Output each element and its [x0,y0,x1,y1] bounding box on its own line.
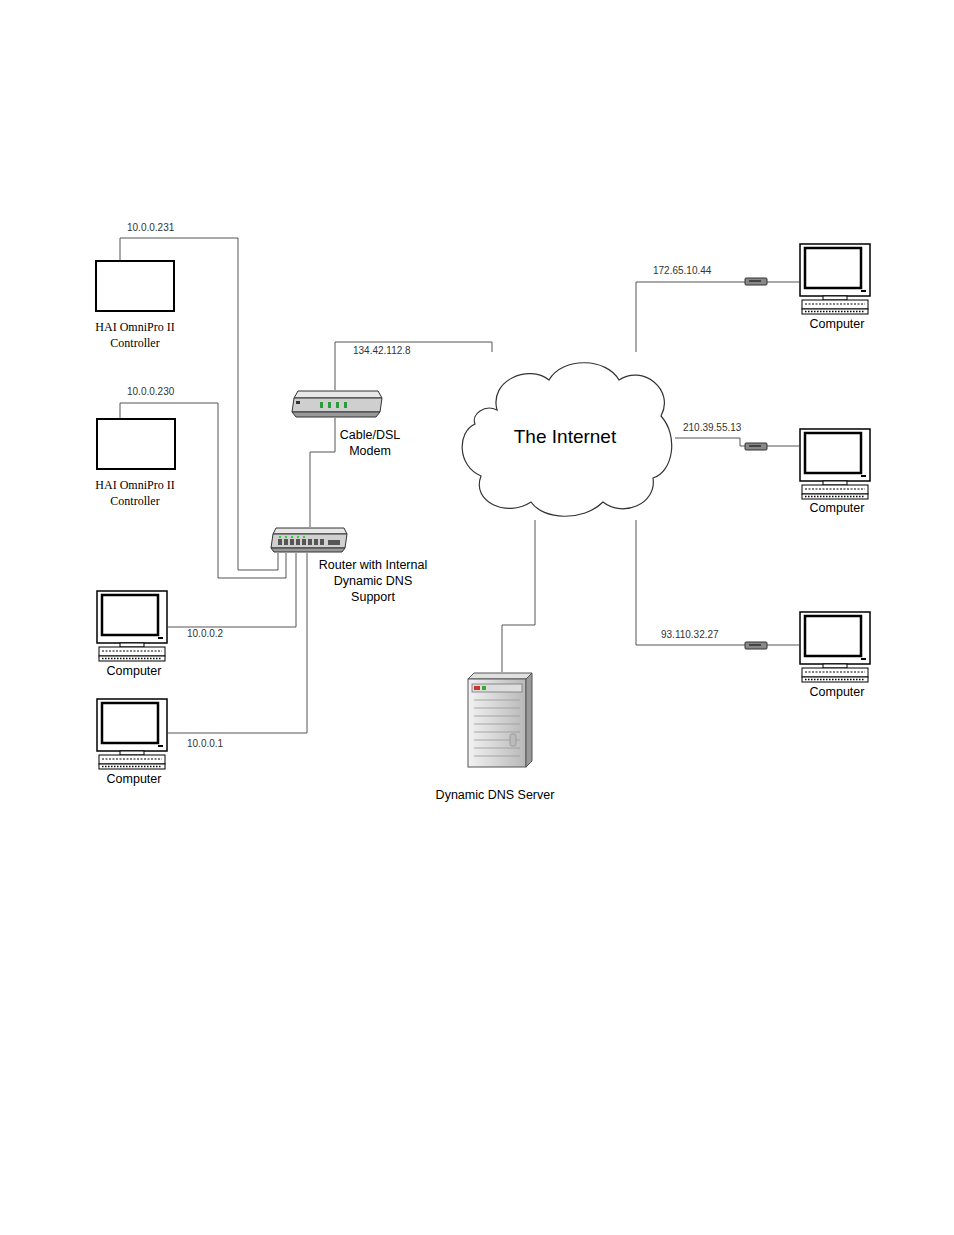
computer-icon-outline [799,243,871,315]
network-cable [168,553,307,733]
alarm-controller-outline [96,418,176,470]
computer-icon: Computer [799,428,871,500]
alarm-controller: HAI OmniPro II Controller [95,260,175,312]
ip-address: 172.65.10.44 [652,265,712,277]
computer-icon: Computer [96,698,168,770]
alarm-controller-outline [95,260,175,312]
modem-device: Cable/DSL Modem [290,390,383,418]
node-label: Computer [795,500,879,516]
modem-device-outline [290,390,383,418]
ip-address: 93.110.32.27 [660,629,720,641]
network-adapter [745,278,767,285]
computer-icon-outline [799,611,871,683]
network-cable [675,438,799,446]
node-label: HAI OmniPro II Controller [70,319,200,351]
node-label: Dynamic DNS Server [410,787,580,803]
internet-cloud: The Internet [457,352,675,520]
node-label: Computer [795,316,879,332]
computer-icon-outline [96,590,168,662]
node-label: Cable/DSL Modem [330,427,410,459]
server-icon: Dynamic DNS Server [466,672,534,768]
server-icon-outline [466,672,534,768]
computer-icon: Computer [799,611,871,683]
ip-address: 210.39.55.13 [682,422,742,434]
node-label: Computer [92,663,176,679]
ip-address: 134.42.112.8 [352,345,412,357]
node-label: The Internet [480,426,650,448]
ip-address: 10.0.0.1 [186,738,224,750]
router-device-outline [270,527,348,553]
network-cable [335,342,492,390]
computer-icon-outline [96,698,168,770]
ip-address: 10.0.0.2 [186,628,224,640]
computer-icon-outline [799,428,871,500]
node-label: HAI OmniPro II Controller [70,477,200,509]
network-cable [502,520,535,672]
node-label: Computer [795,684,879,700]
network-adapter [745,443,767,450]
node-label: Router with Internal Dynamic DNS Support [318,557,428,605]
ip-address: 10.0.0.231 [126,222,175,234]
computer-icon: Computer [96,590,168,662]
network-cable [310,418,335,527]
router-device: Router with Internal Dynamic DNS Support [270,527,348,553]
network-adapter [745,642,767,649]
network-cable [636,282,799,352]
ip-address: 10.0.0.230 [126,386,175,398]
computer-icon: Computer [799,243,871,315]
node-label: Computer [92,771,176,787]
network-cable [636,520,799,645]
alarm-controller: HAI OmniPro II Controller [96,418,176,470]
network-cable [168,553,296,627]
